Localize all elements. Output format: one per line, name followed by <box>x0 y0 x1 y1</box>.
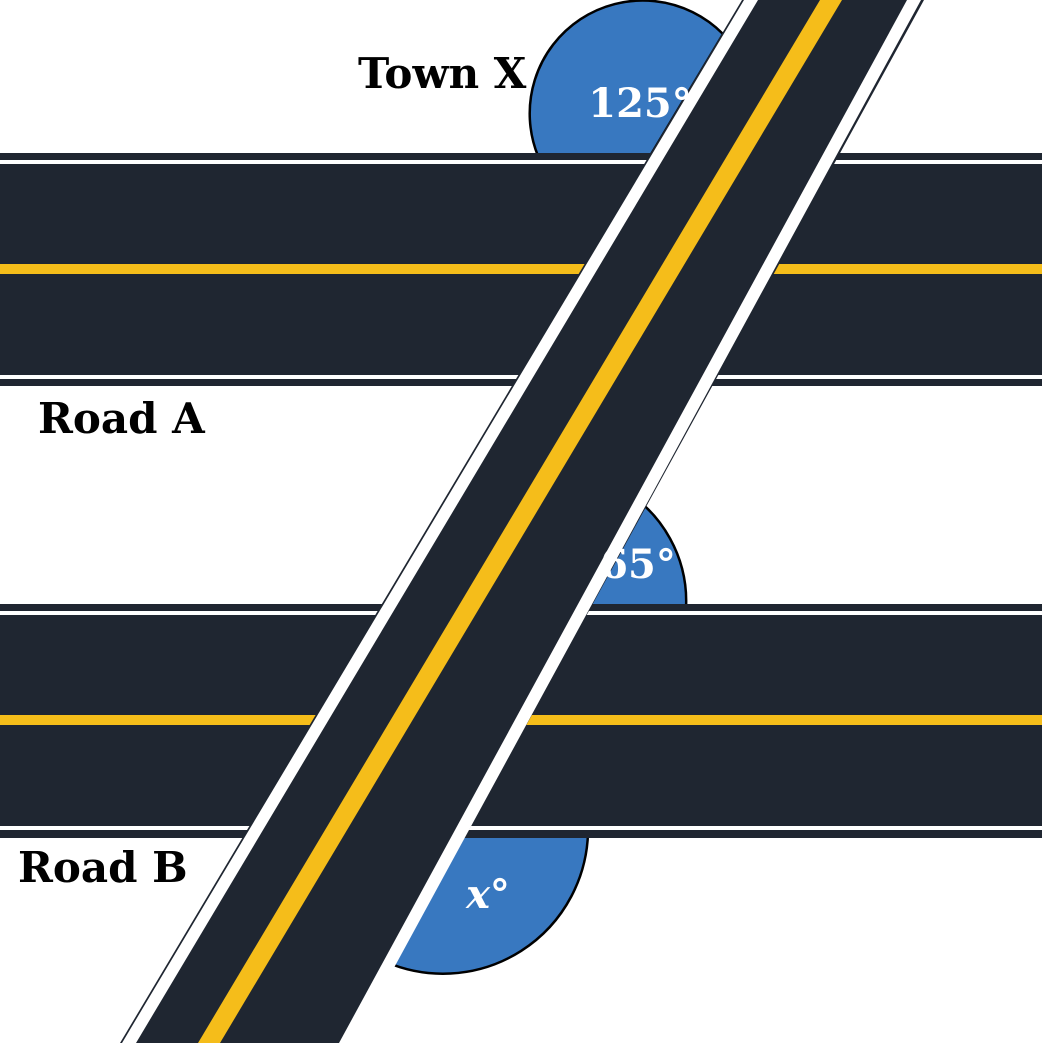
diagonal-road-left-edge-line <box>122 0 758 1043</box>
road-a <box>0 153 1042 386</box>
diagonal-road-center-line <box>198 0 842 1043</box>
road-a-label: Road A <box>38 394 206 443</box>
town-label: Town X <box>358 49 527 98</box>
angle-label-125: 125° <box>588 80 692 127</box>
road-a-top-edge-line <box>0 160 1042 164</box>
angle-label-65: 65° <box>600 541 676 588</box>
road-a-center-line <box>0 264 1042 274</box>
angle-arc-125 <box>528 0 725 158</box>
angle-label-x: x° <box>465 871 510 918</box>
diagonal-road-right-edge-line <box>339 0 921 1043</box>
road-b-label: Road B <box>18 843 188 892</box>
angle-arc-x <box>384 831 590 975</box>
road-b-bottom-edge-line <box>0 826 1042 830</box>
angle-arcs <box>384 0 725 975</box>
diagonal-road <box>120 0 924 1043</box>
